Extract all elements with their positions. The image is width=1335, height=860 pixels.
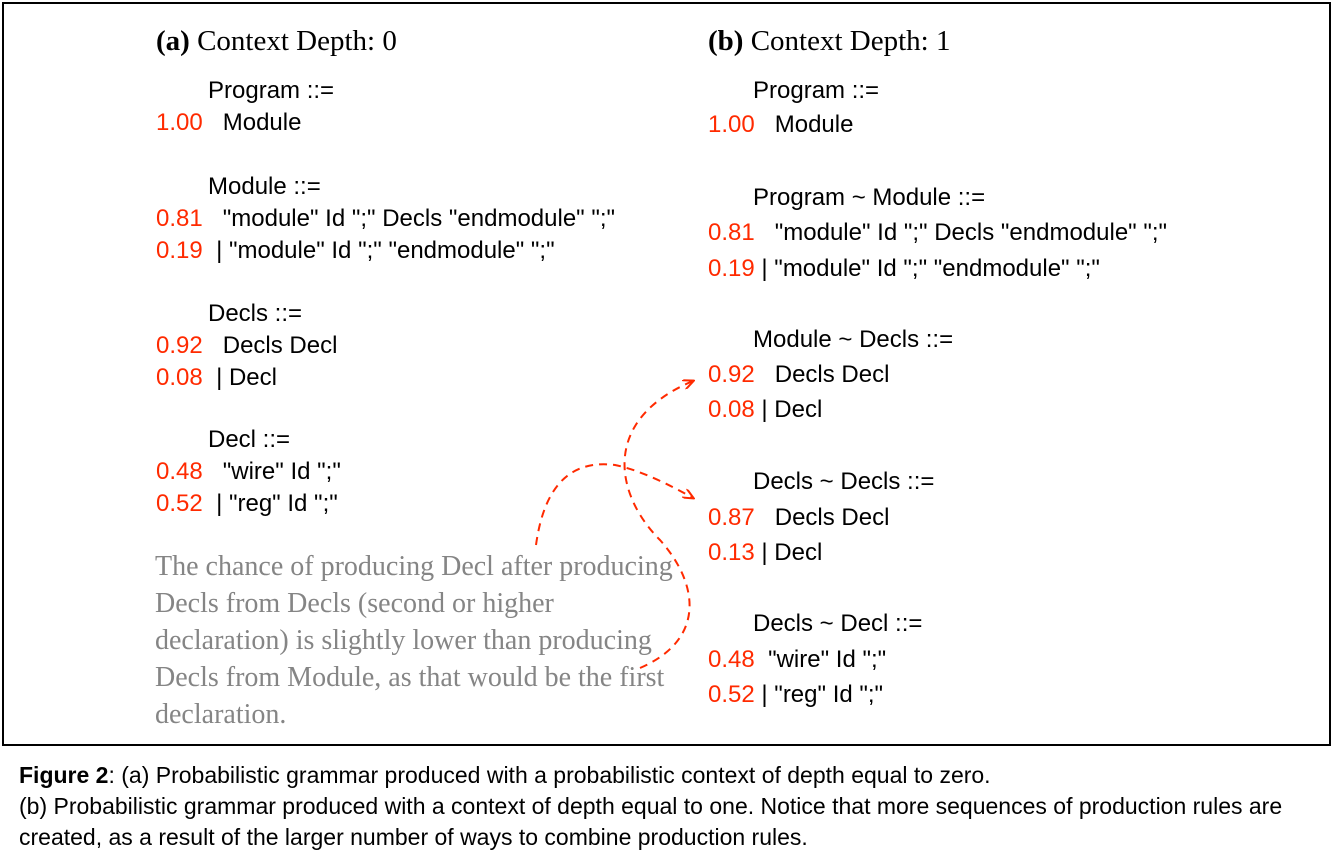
rule-header: Module ~ Decls ::= — [753, 326, 954, 353]
caption-text-2: (b) Probabilistic grammar produced with … — [19, 793, 1283, 850]
production: "module" Id ";" Decls "endmodule" ";" — [774, 219, 1168, 246]
rule-line: 1.00 Module — [708, 109, 853, 141]
probability: 0.13 — [708, 539, 755, 566]
production: | "reg" Id ";" — [761, 681, 884, 708]
probability: 0.19 — [708, 255, 755, 282]
figure-frame — [2, 2, 1331, 746]
rule-line: 0.87 Decls Decl — [708, 502, 889, 534]
rule-header: Decls ~ Decls ::= — [753, 468, 935, 495]
rule-line: 0.92 Decls Decl — [156, 330, 337, 362]
production: Decls Decl — [774, 361, 890, 388]
probability: 0.81 — [708, 219, 755, 246]
panel-b-label: (b) — [708, 25, 744, 57]
probability: 0.87 — [708, 504, 755, 531]
rule-line: 0.52 | "reg" Id ";" — [708, 679, 883, 711]
production: Decls Decl — [774, 504, 890, 531]
production: Module — [774, 111, 854, 138]
panel-a-label: (a) — [156, 25, 190, 57]
production: | Decl — [761, 396, 823, 423]
rule-line: 0.13 | Decl — [708, 537, 822, 569]
production: "module" Id ";" Decls "endmodule" ";" — [222, 205, 616, 232]
production: | "module" Id ";" "endmodule" ";" — [761, 255, 1100, 282]
production: | "reg" Id ";" — [216, 490, 338, 517]
annotation-note: The chance of producing Decl after produ… — [155, 551, 673, 730]
rule-line: 0.81 "module" Id ";" Decls "endmodule" "… — [708, 217, 1167, 249]
probability: 0.19 — [156, 237, 203, 264]
rule-line: 0.48 "wire" Id ";" — [156, 456, 341, 488]
rule-line: 1.00 Module — [156, 107, 301, 139]
rule-header: Program ::= — [208, 77, 335, 104]
panel-a-heading: (a) Context Depth: 0 — [156, 24, 397, 58]
rule-header: Decls ::= — [208, 300, 303, 327]
panel-a-title: Context Depth: 0 — [197, 25, 397, 57]
probability: 1.00 — [156, 109, 203, 136]
production: Module — [222, 109, 302, 136]
rule-line: 0.19 | "module" Id ";" "endmodule" ";" — [708, 253, 1100, 285]
probability: 0.52 — [156, 490, 203, 517]
probability: 0.81 — [156, 205, 203, 232]
probability: 0.08 — [156, 364, 203, 391]
caption-text-1: : (a) Probabilistic grammar produced wit… — [108, 762, 991, 788]
figure-caption: Figure 2: (a) Probabilistic grammar prod… — [19, 760, 1319, 853]
probability: 1.00 — [708, 111, 755, 138]
production: | "module" Id ";" "endmodule" ";" — [216, 237, 555, 264]
rule-line: 0.81 "module" Id ";" Decls "endmodule" "… — [156, 203, 615, 235]
rule-header: Program ~ Module ::= — [753, 184, 986, 211]
probability: 0.52 — [708, 681, 755, 708]
production: Decls Decl — [222, 332, 338, 359]
rule-line: 0.19 | "module" Id ";" "endmodule" ";" — [156, 235, 555, 267]
rule-header: Decl ::= — [208, 426, 291, 453]
rule-line: 0.92 Decls Decl — [708, 359, 889, 391]
probability: 0.92 — [156, 332, 203, 359]
probability: 0.48 — [708, 646, 755, 673]
panel-b-heading: (b) Context Depth: 1 — [708, 24, 950, 58]
probability: 0.48 — [156, 458, 203, 485]
production: | Decl — [216, 364, 277, 391]
production: "wire" Id ";" — [768, 646, 887, 673]
production: "wire" Id ";" — [222, 458, 341, 485]
probability: 0.08 — [708, 396, 755, 423]
rule-line: 0.48 "wire" Id ";" — [708, 644, 886, 676]
rule-header: Module ::= — [208, 173, 321, 200]
rule-header: Program ::= — [753, 77, 880, 104]
caption-label: Figure 2 — [19, 762, 109, 788]
rule-line: 0.08 | Decl — [156, 362, 277, 394]
caption-line-1: Figure 2: (a) Probabilistic grammar prod… — [19, 760, 1319, 791]
rule-header: Decls ~ Decl ::= — [753, 610, 923, 637]
panel-b-title: Context Depth: 1 — [750, 25, 951, 57]
rule-line: 0.52 | "reg" Id ";" — [156, 488, 338, 520]
probability: 0.92 — [708, 361, 755, 388]
production: | Decl — [761, 539, 823, 566]
rule-line: 0.08 | Decl — [708, 394, 822, 426]
